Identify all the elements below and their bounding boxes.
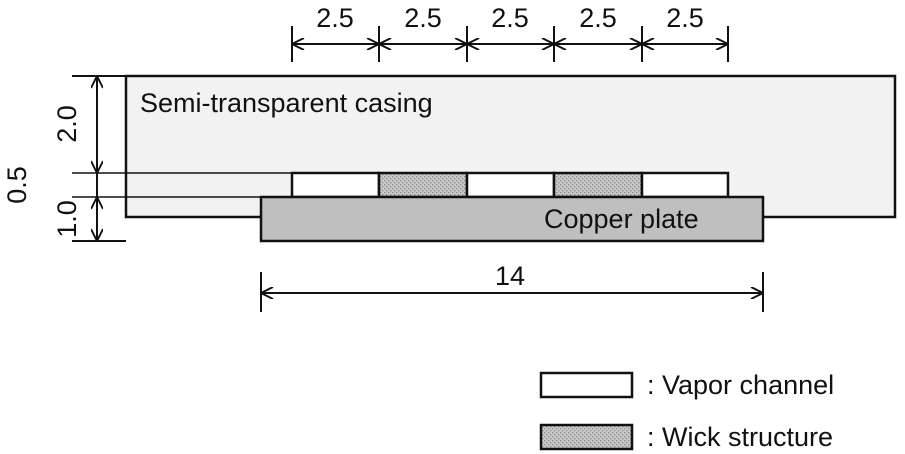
- vapor-channel-2: [465, 171, 556, 199]
- segment-dimension-2: 2.5: [404, 3, 442, 33]
- copper-plate-label: Copper plate: [544, 204, 699, 234]
- legend-vapor-swatch: [539, 371, 634, 399]
- plate-height-dimension: 1.0: [52, 200, 82, 238]
- vapor-channel-3: [640, 171, 730, 199]
- casing-height-dimension: 2.0: [52, 105, 82, 143]
- wick-structure-1: [377, 171, 469, 199]
- plate-width-dimension: 14: [495, 261, 525, 291]
- top-dimension-group: [291, 26, 729, 62]
- segment-dimension-3: 2.5: [491, 3, 529, 33]
- legend: : Vapor channel : Wick structure: [539, 370, 834, 452]
- casing-label: Semi-transparent casing: [140, 88, 433, 118]
- bottom-dimension-group: [260, 272, 764, 312]
- segment-dimension-5: 2.5: [666, 3, 704, 33]
- legend-wick-label: : Wick structure: [647, 422, 833, 452]
- wick-structure-2: [552, 171, 644, 199]
- copper-plate: [259, 195, 765, 243]
- segment-dimension-1: 2.5: [316, 3, 354, 33]
- segment-dimension-4: 2.5: [579, 3, 617, 33]
- vapor-channel-1: [290, 171, 381, 199]
- legend-vapor-label: : Vapor channel: [647, 370, 834, 400]
- left-dimension-group: [72, 75, 292, 242]
- legend-wick-swatch: [539, 423, 634, 451]
- channel-height-dimension: 0.5: [2, 166, 32, 204]
